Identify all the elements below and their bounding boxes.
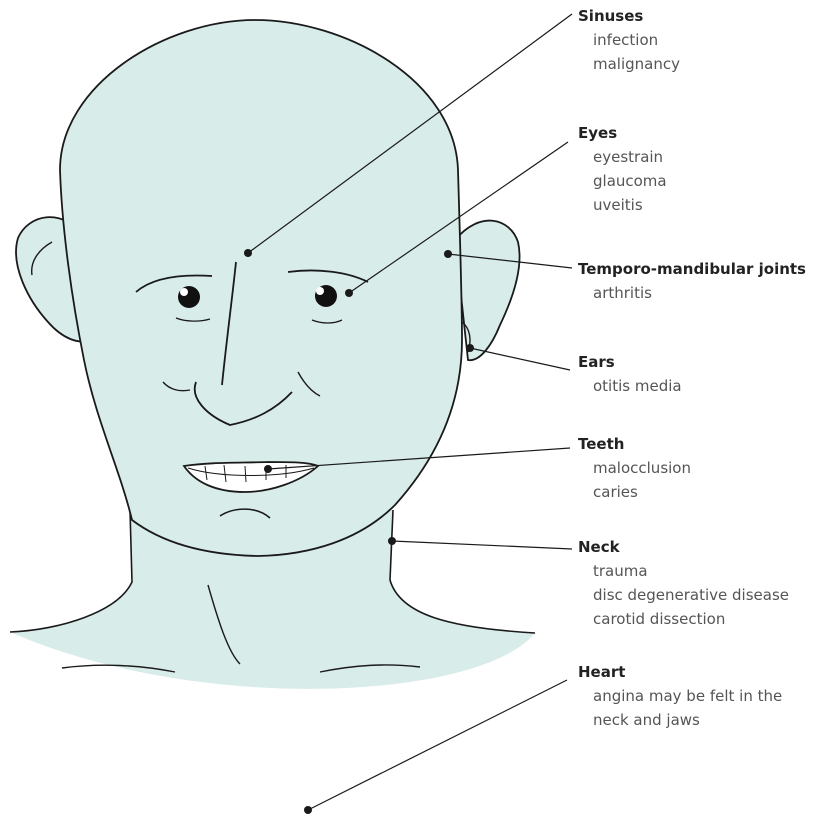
left-eye-highlight (180, 288, 188, 296)
label-item: carotid dissection (578, 607, 789, 631)
label-item: angina may be felt in the (578, 684, 782, 708)
leader-dot (388, 537, 396, 545)
label-neck: Neck trauma disc degenerative disease ca… (578, 535, 789, 631)
label-item: disc degenerative disease (578, 583, 789, 607)
label-sinuses: Sinuses infection malignancy (578, 4, 680, 76)
label-title: Sinuses (578, 4, 680, 28)
label-eyes: Eyes eyestrain glaucoma uveitis (578, 121, 667, 217)
leader-dot (345, 289, 353, 297)
label-title: Teeth (578, 432, 691, 456)
label-title: Temporo-mandibular joints (578, 257, 806, 281)
label-item: malignancy (578, 52, 680, 76)
label-title: Eyes (578, 121, 667, 145)
label-item: trauma (578, 559, 789, 583)
label-item: uveitis (578, 193, 667, 217)
leader-line (308, 680, 567, 810)
leader-dot (304, 806, 312, 814)
label-teeth: Teeth malocclusion caries (578, 432, 691, 504)
label-title: Heart (578, 660, 782, 684)
label-item: otitis media (578, 374, 682, 398)
label-title: Ears (578, 350, 682, 374)
leader-dot (466, 344, 474, 352)
label-ears: Ears otitis media (578, 350, 682, 398)
leader-line (470, 348, 570, 370)
leader-line (392, 541, 572, 549)
right-ear (455, 221, 520, 361)
leader-dot (444, 250, 452, 258)
label-item: neck and jaws (578, 708, 782, 732)
label-heart: Heart angina may be felt in the neck and… (578, 660, 782, 732)
label-item: arthritis (578, 281, 806, 305)
label-item: eyestrain (578, 145, 667, 169)
label-item: caries (578, 480, 691, 504)
leader-dot (244, 249, 252, 257)
label-item: infection (578, 28, 680, 52)
leader-dot (264, 465, 272, 473)
label-item: malocclusion (578, 456, 691, 480)
right-eye-highlight (316, 287, 324, 295)
label-title: Neck (578, 535, 789, 559)
label-temporomandibular-joints: Temporo-mandibular joints arthritis (578, 257, 806, 305)
label-item: glaucoma (578, 169, 667, 193)
